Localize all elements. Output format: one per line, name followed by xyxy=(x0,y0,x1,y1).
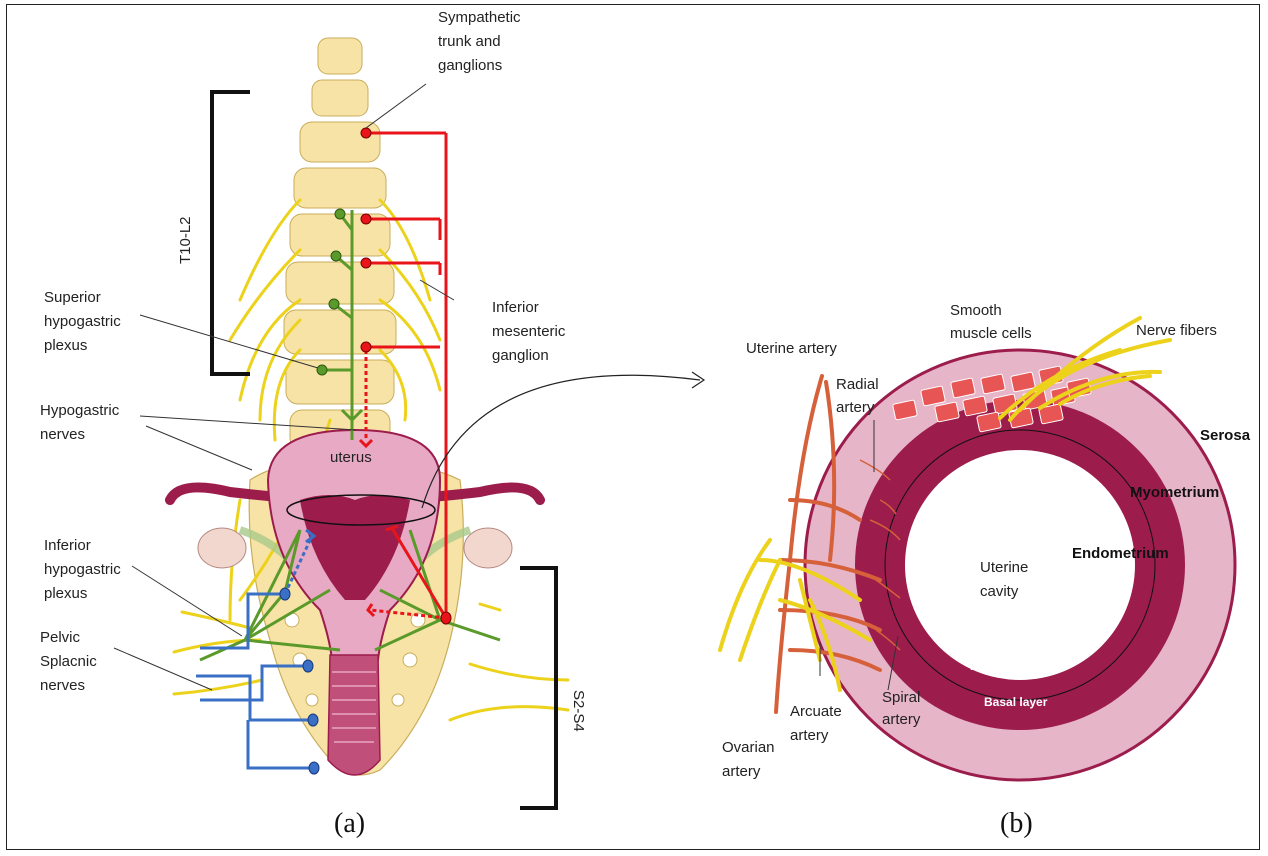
sympathetic-trunk-label: Sympathetic trunk and ganglions xyxy=(438,9,525,74)
ovarian-artery-label: Ovarian artery xyxy=(722,739,779,780)
s2-s4-bracket xyxy=(520,568,556,808)
hypogastric-nerves-label: Hypogastric nerves xyxy=(40,402,123,443)
t10-l2-bracket xyxy=(212,92,250,374)
t10-l2-label: T10-L2 xyxy=(177,216,194,264)
serosa-label: Serosa xyxy=(1200,427,1251,444)
basal-layer-label: Basal layer xyxy=(984,695,1048,709)
endometrium-label: Endometrium xyxy=(1072,545,1169,562)
panel-b: Uterine artery Smooth muscle cells Nerve… xyxy=(720,302,1251,839)
uterus-label: uterus xyxy=(330,449,372,466)
arcuate-artery-label: Arcuate artery xyxy=(790,703,846,744)
caption-a: (a) xyxy=(334,808,365,839)
right-ovary xyxy=(464,528,512,568)
inferior-hypogastric-label: Inferior hypogastric plexus xyxy=(44,537,125,602)
caption-b: (b) xyxy=(1000,808,1033,839)
spine xyxy=(284,38,396,450)
inferior-mesenteric-label: Inferior mesenteric ganglion xyxy=(492,299,570,364)
s2-s4-label: S2-S4 xyxy=(570,690,587,732)
panel-a: Sympathetic trunk and ganglions T10-L2 S… xyxy=(40,9,704,839)
uterine-artery-label: Uterine artery xyxy=(746,340,837,357)
functional-layer-label: Functional layer xyxy=(970,659,1062,673)
superior-hypogastric-label: Superior hypogastric plexus xyxy=(44,289,125,354)
vagina xyxy=(328,655,380,775)
myometrium-label: Myometrium xyxy=(1130,484,1219,501)
left-ovary xyxy=(198,528,246,568)
smooth-muscle-label: Smooth muscle cells xyxy=(950,302,1032,342)
pelvic-splanchnic-label: Pelvic Splacnic nerves xyxy=(40,629,101,694)
nerve-fibers-label: Nerve fibers xyxy=(1136,322,1217,339)
section-arrow xyxy=(422,375,700,508)
